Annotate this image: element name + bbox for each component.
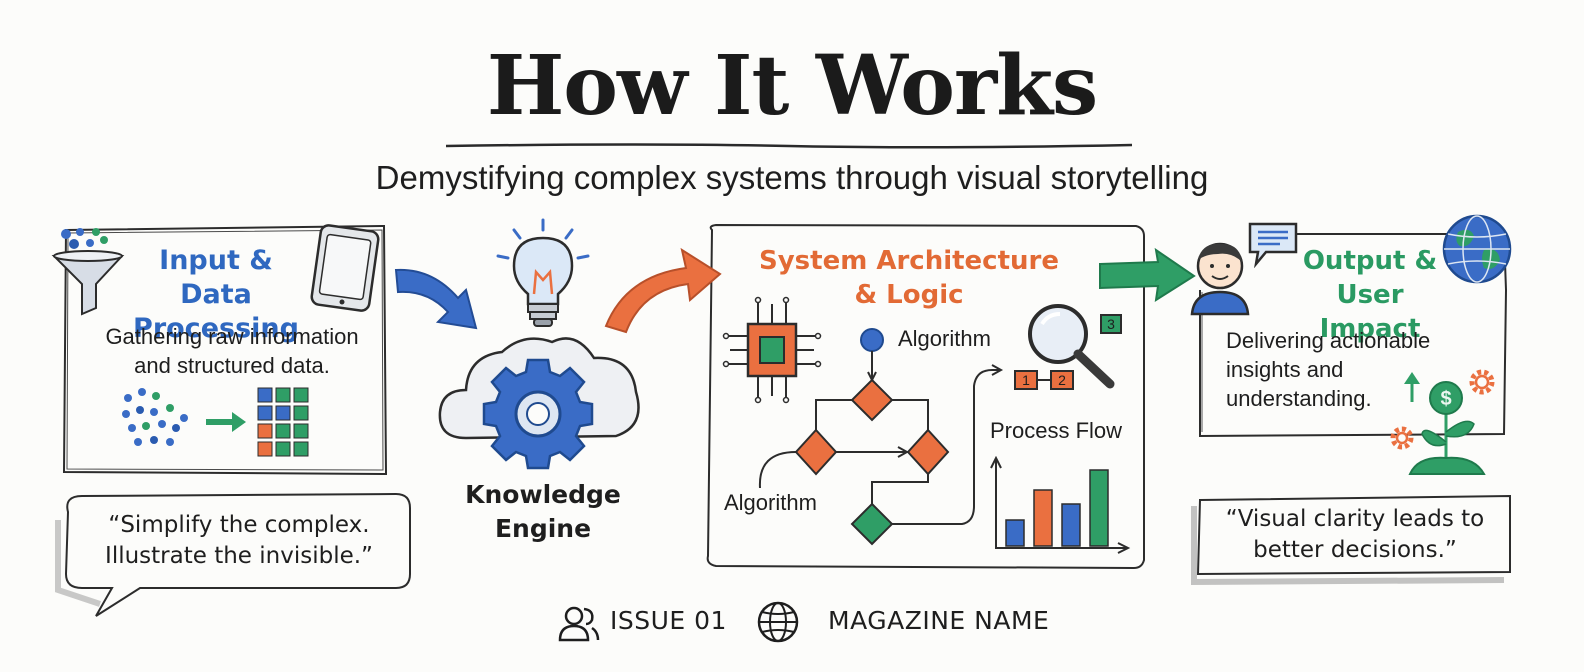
- page-subtitle: Demystifying complex systems through vis…: [375, 159, 1209, 196]
- engine-label-line2: Engine: [494, 514, 592, 543]
- funnel-icon: [51, 228, 125, 316]
- badge-connector: [1036, 379, 1052, 381]
- user-icon: [1190, 242, 1250, 316]
- issue-label: ISSUE 01: [610, 606, 727, 635]
- architecture-heading-line2: & Logic: [854, 280, 964, 310]
- right-quote: “Visual clarity leads to better decision…: [1204, 504, 1506, 566]
- right-quote-line1: “Visual clarity leads to: [1225, 506, 1485, 532]
- input-description: Gathering raw information and structured…: [86, 322, 378, 380]
- cloud-gear-icon: [438, 337, 640, 470]
- green-arrow-icon: [1099, 247, 1196, 303]
- tablet-icon: [310, 224, 380, 312]
- bar-chart-icon: [990, 456, 1131, 554]
- output-description-line2: insights and: [1226, 357, 1344, 382]
- data-structuring-icon: [122, 387, 309, 457]
- architecture-heading: System Architecture & Logic: [750, 244, 1068, 312]
- users-icon: [558, 606, 600, 642]
- magnifier-icon: [1028, 304, 1115, 389]
- globe-icon: [1442, 214, 1512, 284]
- left-quote: “Simplify the complex. Illustrate the in…: [72, 510, 406, 572]
- title-underline: [445, 143, 1133, 149]
- engine-label-line1: Knowledge: [465, 480, 621, 509]
- step-badge-1: 1: [1014, 370, 1038, 390]
- blue-arrow-icon: [394, 268, 478, 330]
- input-description-line1: Gathering raw information: [105, 324, 359, 349]
- output-heading: Output & User Impact: [1282, 244, 1458, 346]
- chat-bubble-icon: [1248, 222, 1298, 268]
- plant-coin-icon: $: [1390, 369, 1495, 475]
- algorithm-label-bottom: Algorithm: [724, 490, 817, 515]
- input-heading-line2: Processing: [133, 313, 299, 344]
- step-badge-2: 2: [1050, 370, 1074, 390]
- process-flow-label: Process Flow: [990, 418, 1123, 443]
- input-heading: Input & Data Processing: [122, 244, 310, 346]
- architecture-heading-line1: System Architecture: [758, 246, 1059, 276]
- algorithm-label-top: Algorithm: [898, 326, 991, 351]
- right-quote-line2: better decisions.”: [1253, 537, 1457, 563]
- chip-icon: [722, 296, 822, 404]
- input-description-line2: and structured data.: [134, 353, 330, 378]
- orange-arrow-icon: [604, 247, 722, 334]
- lightbulb-icon: [496, 218, 590, 327]
- page-title: How It Works: [486, 38, 1098, 134]
- left-quote-line2: Illustrate the invisible.”: [105, 543, 373, 569]
- output-description-line3: understanding.: [1226, 386, 1372, 411]
- magazine-name: MAGAZINE NAME: [828, 606, 1050, 635]
- svg-text:$: $: [1440, 388, 1451, 410]
- output-description-line1: Delivering actionable: [1226, 328, 1431, 353]
- output-description: Delivering actionable insights and under…: [1226, 326, 1496, 413]
- input-heading-line1: Input & Data: [159, 245, 273, 310]
- globe-outline-icon: [757, 601, 799, 643]
- output-heading-line2: User Impact: [1319, 280, 1421, 344]
- flowchart-diagram: [758, 328, 1004, 546]
- step-badge-3: 3: [1100, 314, 1122, 334]
- output-heading-line1: Output &: [1302, 246, 1438, 276]
- engine-label: Knowledge Engine: [448, 478, 638, 546]
- left-quote-line1: “Simplify the complex.: [108, 512, 370, 538]
